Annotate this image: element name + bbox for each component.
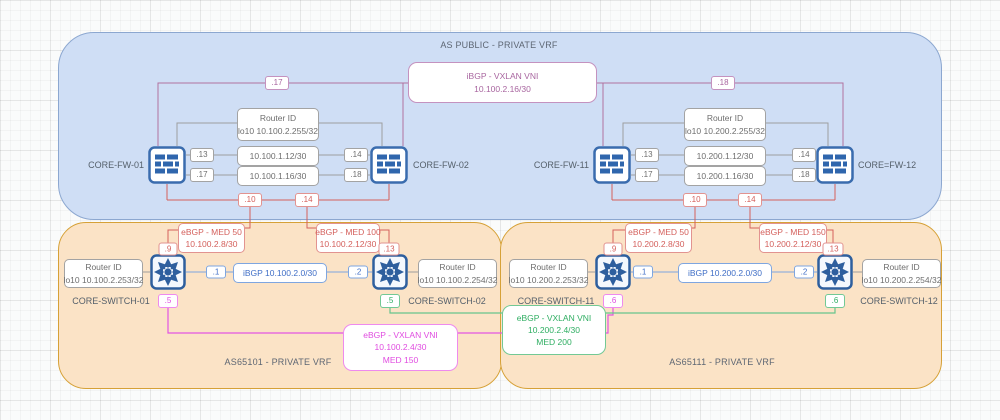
ibgp-vxlan-title: iBGP - VXLAN VNI: [466, 71, 539, 82]
port-badge[interactable]: .18: [711, 76, 735, 90]
port-badge[interactable]: .9: [603, 242, 623, 256]
link-box-dc2-b[interactable]: 10.200.1.16/30: [684, 166, 766, 186]
ebgp-title: eBGP - MED 50: [628, 226, 689, 237]
device-label-core-fw-01: CORE-FW-01: [88, 160, 144, 170]
link-box-dc1-a[interactable]: 10.100.1.12/30: [237, 146, 319, 166]
device-label-core-switch-11: CORE-SWITCH-11: [517, 296, 595, 306]
ibgp-vxlan-subnet: 10.100.2.16/30: [474, 83, 531, 94]
ebgp-box-dc2-sw2[interactable]: eBGP - MED 150 10.200.2.12/30: [759, 223, 827, 253]
ebgp-box-dc1-sw1[interactable]: eBGP - MED 50 10.100.2.8/30: [178, 223, 245, 253]
port-badge[interactable]: .17: [190, 168, 214, 182]
device-label-core-fw-11: CORE-FW-11: [533, 160, 589, 170]
router-id-box-sw02[interactable]: Router ID lo10 10.100.2.254/32: [418, 259, 497, 288]
link-box-dc1-b[interactable]: 10.100.1.16/30: [237, 166, 319, 186]
region-title-as65111: AS65111 - PRIVATE VRF: [669, 357, 775, 367]
router-id-title: Router ID: [259, 113, 297, 124]
port-badge[interactable]: .1: [633, 265, 653, 279]
router-id-title: Router ID: [530, 262, 567, 273]
ibgp-box-dc2[interactable]: iBGP 10.200.2.0/30: [678, 263, 772, 283]
router-id-title: Router ID: [706, 113, 744, 124]
port-badge[interactable]: .14: [738, 193, 762, 207]
port-badge[interactable]: .13: [190, 148, 214, 162]
ibgp-vxlan-vni-box[interactable]: iBGP - VXLAN VNI 10.100.2.16/30: [408, 62, 597, 103]
port-badge[interactable]: .10: [683, 193, 707, 207]
port-badge[interactable]: .18: [344, 168, 368, 182]
ebgp-subnet: 10.100.2.8/30: [185, 239, 238, 249]
switch-icon[interactable]: [817, 254, 853, 295]
vxlan-title: eBGP - VXLAN VNI: [363, 330, 438, 341]
ebgp-box-dc2-sw1[interactable]: eBGP - MED 50 10.200.2.8/30: [625, 223, 692, 253]
port-badge[interactable]: .1: [206, 265, 226, 279]
port-badge[interactable]: .2: [794, 265, 814, 279]
device-label-core-fw-12: CORE=FW-12: [858, 160, 917, 170]
region-title-public-vrf: AS PUBLIC - PRIVATE VRF: [440, 40, 558, 50]
ebgp-subnet: 10.200.2.8/30: [632, 239, 685, 249]
ebgp-box-dc1-sw2[interactable]: eBGP - MED 100 10.100.2.12/30: [315, 223, 381, 253]
port-badge[interactable]: .6: [603, 294, 623, 308]
switch-icon[interactable]: [595, 254, 631, 295]
link-box-dc2-a[interactable]: 10.200.1.12/30: [684, 146, 766, 166]
router-id-box-fw-dc2[interactable]: Router ID lo10 10.200.2.255/32: [684, 108, 766, 141]
firewall-icon[interactable]: [370, 146, 408, 189]
ebgp-title: eBGP - MED 150: [760, 226, 826, 237]
port-badge[interactable]: .9: [158, 242, 178, 256]
device-label-core-switch-02: CORE-SWITCH-02: [408, 296, 486, 306]
port-badge[interactable]: .13: [378, 242, 400, 256]
ibgp-box-dc1[interactable]: iBGP 10.100.2.0/30: [233, 263, 327, 283]
port-badge[interactable]: .5: [158, 294, 178, 308]
ebgp-vxlan-box-magenta[interactable]: eBGP - VXLAN VNI 10.100.2.4/30 MED 150: [343, 324, 458, 371]
device-label-core-switch-12: CORE-SWITCH-12: [860, 296, 938, 306]
ebgp-subnet: 10.200.2.12/30: [764, 239, 822, 249]
switch-icon[interactable]: [150, 254, 186, 295]
region-title-as65101: AS65101 - PRIVATE VRF: [224, 357, 332, 367]
firewall-icon[interactable]: [593, 146, 631, 189]
ebgp-title: eBGP - MED 50: [181, 226, 242, 237]
router-id-value: lo10 10.100.2.253/32: [63, 274, 144, 285]
router-id-box-sw11[interactable]: Router ID lo10 10.200.2.253/32: [509, 259, 588, 288]
vxlan-med: MED 200: [536, 337, 572, 348]
router-id-box-sw01[interactable]: Router ID lo10 10.100.2.253/32: [64, 259, 143, 288]
port-badge[interactable]: .10: [238, 193, 262, 207]
port-badge[interactable]: .13: [822, 242, 844, 256]
ebgp-subnet: 10.100.2.12/30: [319, 239, 377, 249]
router-id-title: Router ID: [883, 262, 920, 273]
port-badge[interactable]: .14: [295, 193, 319, 207]
port-badge[interactable]: .17: [265, 76, 289, 90]
router-id-value: lo10 10.200.2.255/32: [685, 125, 765, 136]
port-badge[interactable]: .2: [348, 265, 368, 279]
firewall-icon[interactable]: [816, 146, 854, 189]
router-id-value: lo10 10.100.2.255/32: [238, 125, 318, 136]
port-badge[interactable]: .17: [635, 168, 659, 182]
port-badge[interactable]: .14: [792, 148, 816, 162]
ebgp-title: eBGP - MED 100: [315, 226, 381, 237]
switch-icon[interactable]: [372, 254, 408, 295]
port-badge[interactable]: .6: [825, 294, 845, 308]
device-label-core-switch-01: CORE-SWITCH-01: [72, 296, 150, 306]
port-badge[interactable]: .13: [635, 148, 659, 162]
router-id-box-fw-dc1[interactable]: Router ID lo10 10.100.2.255/32: [237, 108, 319, 141]
router-id-value: lo10 10.200.2.254/32: [861, 274, 942, 285]
device-label-core-fw-02: CORE-FW-02: [413, 160, 469, 170]
vxlan-subnet: 10.200.2.4/30: [528, 324, 580, 335]
vxlan-med: MED 150: [382, 354, 419, 365]
router-id-value: lo10 10.200.2.253/32: [508, 274, 589, 285]
vxlan-title: eBGP - VXLAN VNI: [516, 312, 592, 323]
ebgp-vxlan-box-green[interactable]: eBGP - VXLAN VNI 10.200.2.4/30 MED 200: [502, 305, 606, 355]
router-id-box-sw12[interactable]: Router ID lo10 10.200.2.254/32: [862, 259, 941, 288]
router-id-title: Router ID: [85, 262, 122, 273]
router-id-value: lo10 10.100.2.254/32: [417, 274, 498, 285]
port-badge[interactable]: .5: [380, 294, 400, 308]
vxlan-subnet: 10.100.2.4/30: [374, 342, 427, 353]
firewall-icon[interactable]: [148, 146, 186, 189]
port-badge[interactable]: .14: [344, 148, 368, 162]
port-badge[interactable]: .18: [792, 168, 816, 182]
router-id-title: Router ID: [439, 262, 476, 273]
